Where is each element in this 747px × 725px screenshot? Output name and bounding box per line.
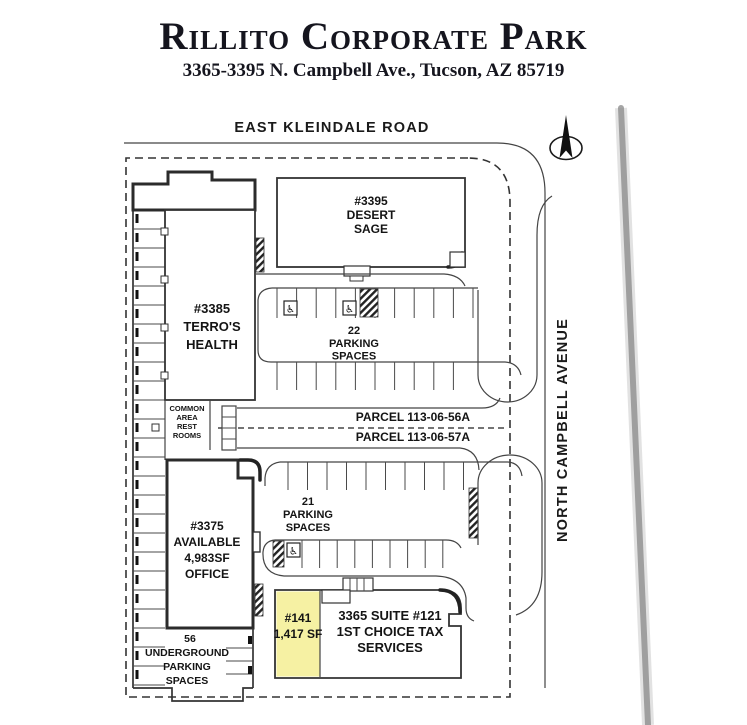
handicap-icon: ♿ <box>286 542 301 558</box>
parcel-label-upper: PARCEL 113-06-56A <box>356 410 471 424</box>
svg-text:56: 56 <box>184 633 196 645</box>
svg-text:DESERT: DESERT <box>347 208 396 222</box>
suite-141-highlight <box>276 591 320 677</box>
road-edge-line <box>124 142 546 688</box>
svg-text:♿: ♿ <box>286 305 295 316</box>
svg-text:SPACES: SPACES <box>286 522 330 534</box>
svg-text:UNDERGROUND: UNDERGROUND <box>145 647 229 659</box>
svg-text:#141: #141 <box>285 611 312 625</box>
svg-text:PARKING: PARKING <box>163 661 211 673</box>
building-3365: #141 1,417 SF 3365 SUITE #121 1ST CHOICE… <box>274 577 462 679</box>
svg-text:♿: ♿ <box>345 305 354 316</box>
svg-text:#3385: #3385 <box>194 301 230 316</box>
building-terros-health: #3385 TERRO'S HEALTH <box>131 170 265 401</box>
svg-text:#3395: #3395 <box>354 194 388 208</box>
svg-text:HEALTH: HEALTH <box>186 337 238 352</box>
north-arrow-icon <box>549 115 583 161</box>
scan-shadow <box>615 105 654 725</box>
hatch-stall <box>272 540 285 568</box>
hatch-strip <box>254 583 264 617</box>
hatch-strip <box>468 487 479 539</box>
svg-text:PARKING: PARKING <box>329 338 379 350</box>
hatch-stall <box>359 288 379 318</box>
curb-island-north <box>477 195 553 403</box>
curb-island-south <box>477 454 543 616</box>
central-drive-lane <box>151 397 501 471</box>
svg-text:22: 22 <box>348 325 360 337</box>
svg-text:21: 21 <box>302 496 314 508</box>
svg-text:#3375: #3375 <box>190 519 224 533</box>
svg-text:SERVICES: SERVICES <box>357 640 423 655</box>
handicap-icon: ♿ <box>342 300 357 316</box>
south-drive-lane <box>262 551 475 622</box>
west-parking-stalls <box>132 209 165 688</box>
page-title: Rillito Corporate Park <box>159 15 588 58</box>
parcel-label-lower: PARCEL 113-06-57A <box>356 430 471 444</box>
svg-text:SPACES: SPACES <box>166 675 208 687</box>
page-subtitle: 3365-3395 N. Campbell Ave., Tucson, AZ 8… <box>182 60 565 81</box>
svg-text:ROOMS: ROOMS <box>173 431 201 440</box>
street-label-campbell: NORTH CAMPBELL AVENUE <box>555 318 571 542</box>
svg-text:TERRO'S: TERRO'S <box>183 319 241 334</box>
svg-text:1,417 SF: 1,417 SF <box>274 627 323 641</box>
parking-lot-22: ♿ ♿ 22 PARKING SPACES <box>256 273 522 390</box>
common-area-restrooms: COMMON AREA REST ROOMS <box>164 400 211 460</box>
handicap-icon: ♿ <box>283 300 298 316</box>
svg-text:3365 SUITE #121: 3365 SUITE #121 <box>338 608 441 623</box>
svg-text:SAGE: SAGE <box>354 222 388 236</box>
svg-text:REST: REST <box>177 422 197 431</box>
svg-text:SPACES: SPACES <box>332 351 376 363</box>
svg-text:4,983SF: 4,983SF <box>184 551 229 565</box>
street-label-kleindale: EAST KLEINDALE ROAD <box>234 120 429 136</box>
svg-text:AREA: AREA <box>176 413 198 422</box>
building-available-office: #3375 AVAILABLE 4,983SF OFFICE <box>165 458 264 630</box>
svg-text:PARKING: PARKING <box>283 509 333 521</box>
hatch-strip <box>255 237 265 273</box>
building-desert-sage: #3395 DESERT SAGE <box>276 177 466 282</box>
svg-text:OFFICE: OFFICE <box>185 567 229 581</box>
parking-lot-21: 21 PARKING SPACES ♿ <box>262 461 523 568</box>
svg-text:AVAILABLE: AVAILABLE <box>174 535 241 549</box>
property-boundary-dashed <box>125 157 511 698</box>
svg-text:♿: ♿ <box>289 547 298 558</box>
svg-text:COMMON: COMMON <box>170 404 205 413</box>
underground-parking: 56 UNDERGROUND PARKING SPACES <box>133 628 254 702</box>
svg-text:1ST CHOICE TAX: 1ST CHOICE TAX <box>337 624 444 639</box>
